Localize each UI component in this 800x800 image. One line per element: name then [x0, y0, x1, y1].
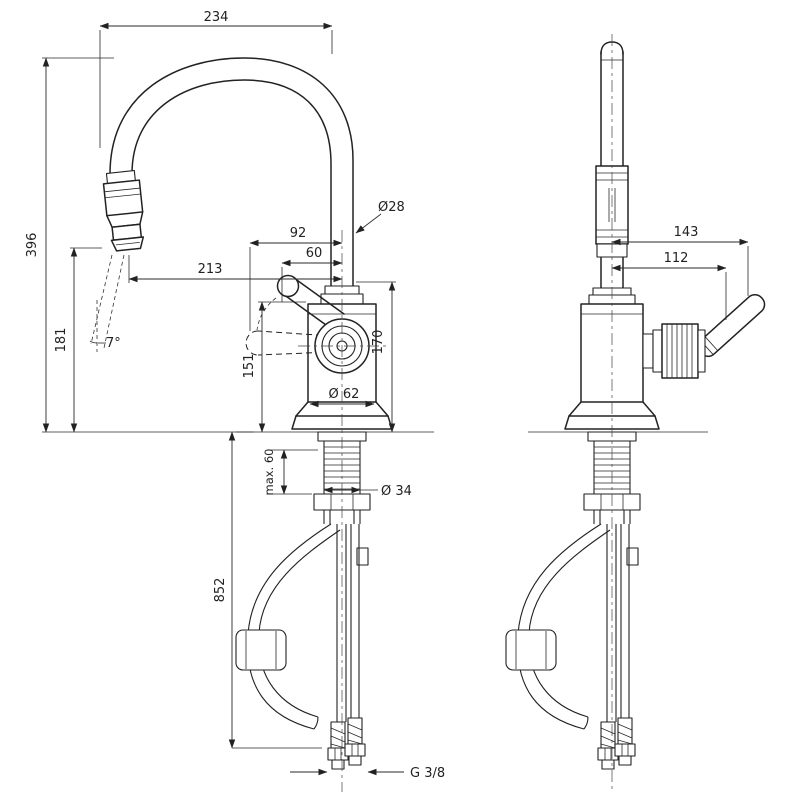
dimension-213: 213 [128, 255, 343, 283]
side-handle [642, 294, 766, 379]
dimension-213-label: 213 [198, 262, 223, 277]
dimension-60: 60 [281, 246, 343, 302]
dimension-143-label: 143 [674, 225, 699, 240]
side-base [528, 401, 708, 433]
dimension-g38-label: G 3/8 [410, 766, 445, 781]
dimension-396: 396 [25, 57, 254, 433]
dimension-92: 92 [249, 226, 343, 331]
dimension-852: 852 [213, 431, 322, 749]
dimension-dia28: Ø28 [355, 200, 405, 234]
dimension-234: 234 [99, 10, 333, 148]
dimension-angle7: 7° [106, 336, 121, 351]
front-spout [109, 57, 354, 293]
dimension-112: 112 [611, 251, 727, 320]
dimension-112-label: 112 [664, 251, 689, 266]
dimension-92-label: 92 [290, 226, 307, 241]
front-under-assembly [235, 431, 371, 770]
dimensions: 234 396 181 151 170 92 [25, 10, 749, 781]
front-base [236, 401, 434, 433]
side-view [505, 41, 766, 770]
dimension-dia34-label: Ø 34 [381, 484, 412, 499]
spray-angle-reference [89, 254, 125, 352]
side-spout [595, 41, 629, 291]
dimension-852-label: 852 [213, 578, 228, 603]
dimension-dia62: Ø 62 [309, 387, 375, 408]
dimension-g38: G 3/8 [290, 766, 445, 781]
dimension-170: 170 [356, 281, 396, 433]
dimension-396-label: 396 [25, 233, 40, 258]
dimension-170-label: 170 [371, 330, 386, 355]
dimension-angle7-label: 7° [106, 336, 121, 351]
dimension-dia62-label: Ø 62 [329, 387, 360, 402]
front-spray-head [102, 170, 145, 252]
dimension-dia34: Ø 34 [323, 484, 412, 499]
dimension-181-label: 181 [54, 328, 69, 353]
dimension-max60: max. 60 [262, 449, 318, 496]
centerlines [298, 34, 613, 792]
side-under-assembly [505, 431, 641, 770]
dimension-234-label: 234 [204, 10, 229, 25]
dimension-151-label: 151 [242, 354, 257, 379]
dimension-60-label: 60 [306, 246, 323, 261]
dimension-143: 143 [611, 225, 749, 296]
dimension-181: 181 [54, 247, 102, 433]
dimension-151: 151 [242, 301, 306, 433]
dimension-dia28-label: Ø28 [378, 200, 405, 215]
dimension-max60-label: max. 60 [262, 449, 276, 496]
